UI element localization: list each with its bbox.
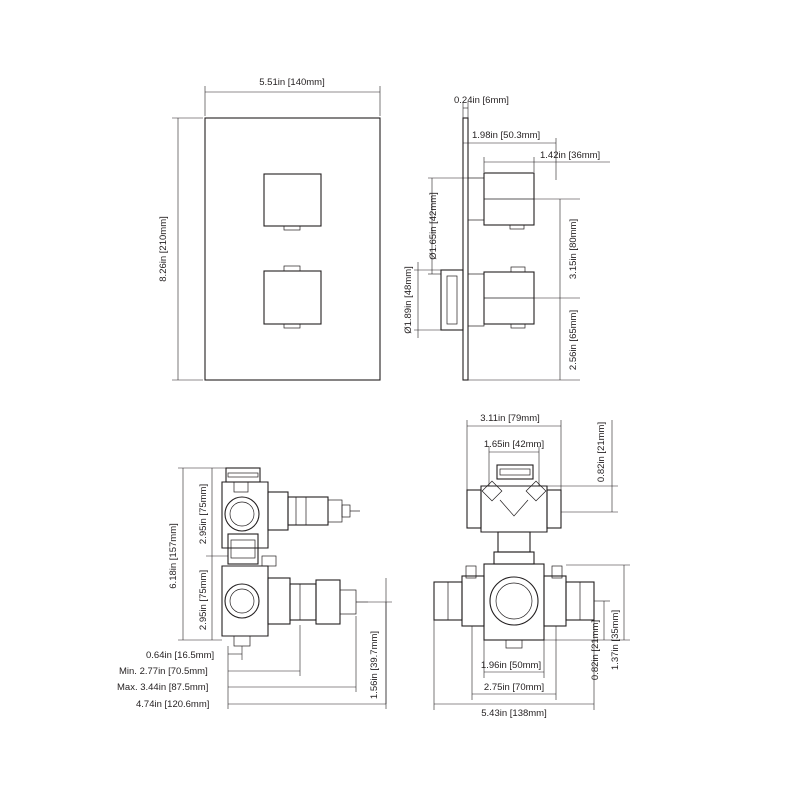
upper-handle: [263, 173, 322, 227]
lower-diameter-label: Ø1.89in [48mm]: [403, 266, 414, 334]
front-height-label: 8.26in [210mm]: [158, 216, 169, 281]
valve-top-width-label: 3.11in [79mm]: [480, 413, 540, 424]
valve-front-view: 3.11in [79mm] 1.65in [42mm] 0.82in [21mm…: [433, 413, 630, 719]
valve-bottom-mid-width-label: 2.75in [70mm]: [484, 682, 544, 693]
side-view: 0.24in [6mm] 1.98in [50.3mm] 1.42in [36m…: [403, 95, 610, 381]
plate-thickness-label: 0.24in [6mm]: [454, 95, 509, 106]
valve-overall-depth-label: 4.74in [120.6mm]: [136, 699, 209, 710]
valve-top-inner-width-label: 1.65in [42mm]: [484, 439, 544, 450]
valve-min-depth-label: Min. 2.77in [70.5mm]: [119, 666, 208, 677]
valve-offset-label: 0.64in [16.5mm]: [146, 650, 214, 661]
valve-bottom-width-label: 5.43in [138mm]: [481, 708, 546, 719]
valve-outlet-height-label: 1.56in [39.7mm]: [369, 631, 380, 699]
valve-upper-height-label: 2.95in [75mm]: [198, 484, 209, 544]
valve-bottom-small-height-label: 0.82in [21mm]: [590, 620, 601, 680]
valve-total-height-label: 6.18in [157mm]: [168, 523, 179, 588]
front-width-label: 5.51in [140mm]: [259, 77, 324, 88]
valve-lower-height-label: 2.95in [75mm]: [198, 570, 209, 630]
valve-bottom-tall-height-label: 1.37in [35mm]: [610, 610, 621, 670]
lower-port: [224, 583, 260, 619]
projection-total-label: 1.98in [50.3mm]: [472, 130, 540, 141]
front-view: 5.51in [140mm] 8.26in [210mm]: [158, 77, 381, 381]
bottom-knob-label: 2.56in [65mm]: [568, 310, 579, 370]
upper-port: [224, 496, 260, 532]
knob-spacing-label: 3.15in [80mm]: [568, 219, 579, 279]
projection-knob-label: 1.42in [36mm]: [540, 150, 600, 161]
upper-diameter-label: Ø1.65in [42mm]: [428, 192, 439, 260]
valve-side-view: 6.18in [157mm] 2.95in [75mm] 2.95in [75m…: [117, 467, 392, 710]
side-plate: [462, 117, 469, 381]
valve-max-depth-label: Max. 3.44in [87.5mm]: [117, 682, 208, 693]
lower-handle: [263, 270, 322, 325]
front-plate: [204, 117, 381, 381]
valve-top-height-label: 0.82in [21mm]: [596, 422, 607, 482]
valve-bottom-inner-width-label: 1.96in [50mm]: [481, 660, 541, 671]
valve-front-body: [483, 563, 545, 641]
